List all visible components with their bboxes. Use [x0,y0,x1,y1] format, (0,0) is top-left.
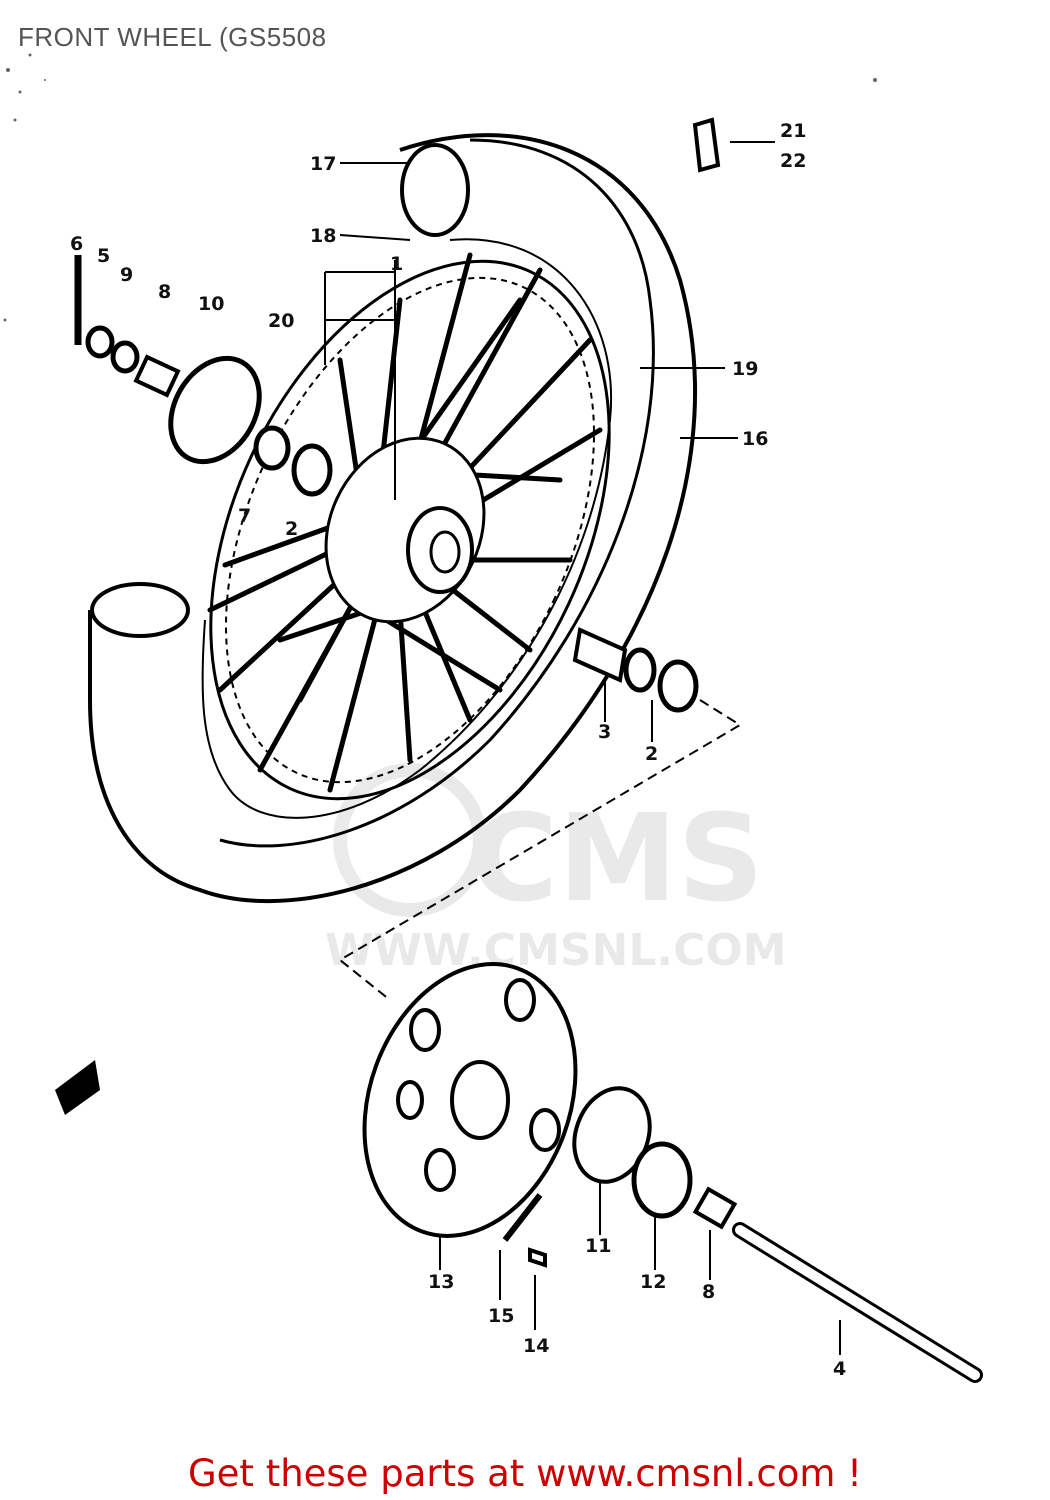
footer-link[interactable]: Get these parts at www.cmsnl.com ! [187,1452,862,1495]
callout-7: 7 [238,505,251,527]
callout-9: 9 [120,264,133,286]
part-8-spacer [133,354,181,398]
callout-8: 8 [158,281,171,303]
watermark: CMS WWW.CMSNL.COM [325,763,787,976]
hub [324,436,486,624]
callout-6: 6 [70,233,83,255]
part-5 [85,325,115,359]
watermark-logo: CMS [470,790,764,929]
front-direction-arrow-icon [55,1060,100,1115]
part-10-gearbox [168,355,262,465]
callout-21: 21 [780,120,806,142]
callout-11: 11 [585,1235,611,1257]
callout-1: 1 [390,253,403,275]
part-2-bearing-right [623,647,657,693]
part-9 [110,340,140,374]
callout-2-left: 2 [285,518,298,540]
part-8-spacer-right [692,1186,738,1230]
callout-12: 12 [640,1271,666,1293]
callout-5: 5 [97,245,110,267]
diagram-title: FRONT WHEEL (GS5508 [18,22,327,52]
tire [88,133,698,904]
tire-section-top [400,143,470,237]
callout-4: 4 [833,1358,846,1380]
watermark-seal [333,763,487,917]
part-14-bolt [528,1247,547,1268]
callout-16: 16 [742,428,768,450]
part-7 [253,425,291,471]
alignment-lines [338,699,742,1001]
callout-10: 10 [198,293,224,315]
watermark-url: WWW.CMSNL.COM [325,925,787,976]
callout-labels: 6 5 9 8 10 7 2 17 18 20 1 21 22 19 16 3 … [70,120,846,1380]
right-parts [572,117,721,713]
callout-8-right: 8 [702,1281,715,1303]
tire-section-bottom [90,582,190,638]
part-3-spacer [572,627,628,683]
callout-22: 22 [780,150,806,172]
callout-17: 17 [310,153,336,175]
leader-lines [324,141,841,1355]
callout-2-right: 2 [645,743,658,765]
callout-13: 13 [428,1271,454,1293]
callout-19: 19 [732,358,758,380]
left-parts [74,255,333,497]
callout-18: 18 [310,225,336,247]
disc-parts [502,1086,983,1383]
callout-15: 15 [488,1305,514,1327]
part-21-valve [692,117,721,173]
brake-disc [362,962,578,1238]
callout-14: 14 [523,1335,549,1357]
part-2-bearing-right-2 [657,659,699,713]
callout-3: 3 [598,721,611,743]
part-15-lock-washer [502,1193,543,1242]
part-2-bearing-left [291,443,333,497]
callout-20: 20 [268,310,294,332]
spokes [207,252,603,793]
part-12 [631,1141,693,1219]
scan-specks [3,53,877,322]
